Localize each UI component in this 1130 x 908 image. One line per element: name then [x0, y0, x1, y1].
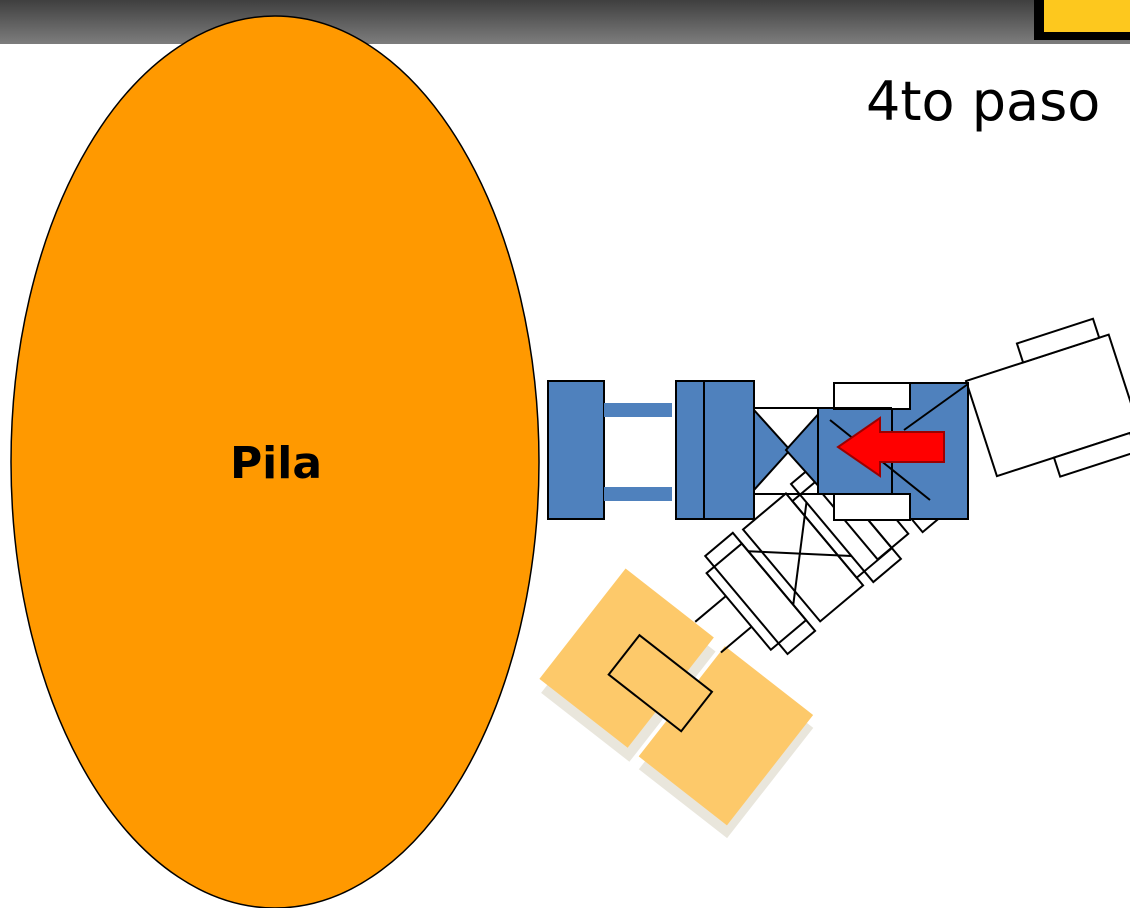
left-arrow-icon [836, 416, 945, 478]
corner-badge [1034, 0, 1130, 40]
pile-label: Pila [230, 438, 322, 489]
current-loader [547, 380, 969, 521]
step-title: 4to paso [866, 70, 1101, 133]
previous-loader-right [964, 317, 1130, 478]
pile-shape [10, 15, 540, 908]
header-bar [0, 0, 1130, 44]
ghost-loader [539, 568, 814, 839]
